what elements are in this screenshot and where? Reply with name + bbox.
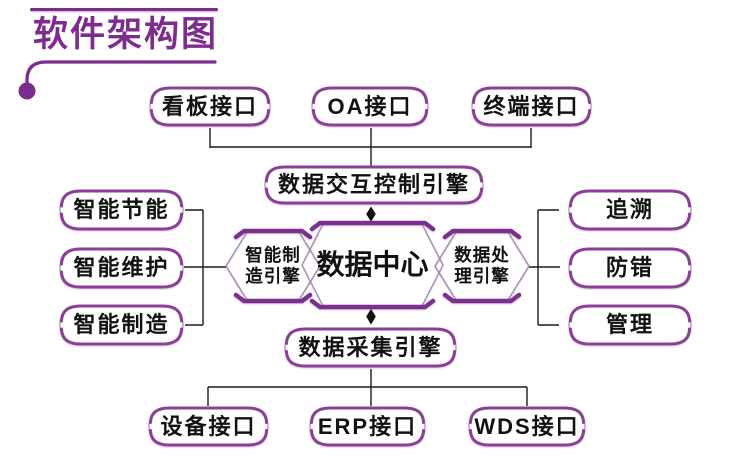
node-label: WDS接口 xyxy=(474,413,580,439)
node-kanban-interface: 看板接口 xyxy=(148,85,272,128)
node-label: 追溯 xyxy=(605,197,654,223)
node-data-exchange-control-engine: 数据交互控制引擎 xyxy=(263,164,485,206)
title-underline-flourish xyxy=(18,60,217,100)
node-label: ERP接口 xyxy=(317,413,418,439)
node-label: 数据处 理引擎 xyxy=(454,245,510,286)
node-label: 智能维护 xyxy=(73,255,170,281)
node-terminal-interface: 终端接口 xyxy=(470,85,593,128)
node-smart-manufacturing-engine: 智能制 造引擎 xyxy=(224,226,322,306)
node-label: OA接口 xyxy=(327,93,413,119)
node-error-proofing: 防错 xyxy=(567,246,693,290)
node-label: 智能制造 xyxy=(73,312,170,338)
page-title: 软件架构图 xyxy=(33,15,219,54)
node-oa-interface: OA接口 xyxy=(310,85,430,128)
node-label: 管理 xyxy=(605,312,654,338)
node-label: 数据中心 xyxy=(316,249,429,281)
node-label: 设备接口 xyxy=(160,413,257,439)
node-data-center: 数据中心 xyxy=(300,218,445,312)
node-label: 防错 xyxy=(605,255,654,281)
node-management: 管理 xyxy=(567,303,693,347)
node-erp-interface: ERP接口 xyxy=(308,405,427,448)
node-label: 看板接口 xyxy=(161,93,258,119)
flourish-dot xyxy=(18,82,36,100)
node-wds-interface: WDS接口 xyxy=(467,405,587,448)
node-label: 智能节能 xyxy=(73,197,170,223)
node-data-collection-engine: 数据采集引擎 xyxy=(283,326,458,369)
node-traceability: 追溯 xyxy=(567,188,693,232)
node-data-processing-engine: 数据处 理引擎 xyxy=(433,226,531,306)
node-device-interface: 设备接口 xyxy=(147,405,270,448)
node-smart-maintenance: 智能维护 xyxy=(58,246,185,290)
node-label: 数据采集引擎 xyxy=(298,334,443,360)
node-label: 终端接口 xyxy=(483,93,580,119)
node-smart-manufacturing: 智能制造 xyxy=(58,303,185,347)
title-top-line xyxy=(30,8,218,12)
node-label: 智能制 造引擎 xyxy=(245,245,301,286)
node-smart-energy: 智能节能 xyxy=(58,188,185,232)
node-label: 数据交互控制引擎 xyxy=(277,172,470,198)
